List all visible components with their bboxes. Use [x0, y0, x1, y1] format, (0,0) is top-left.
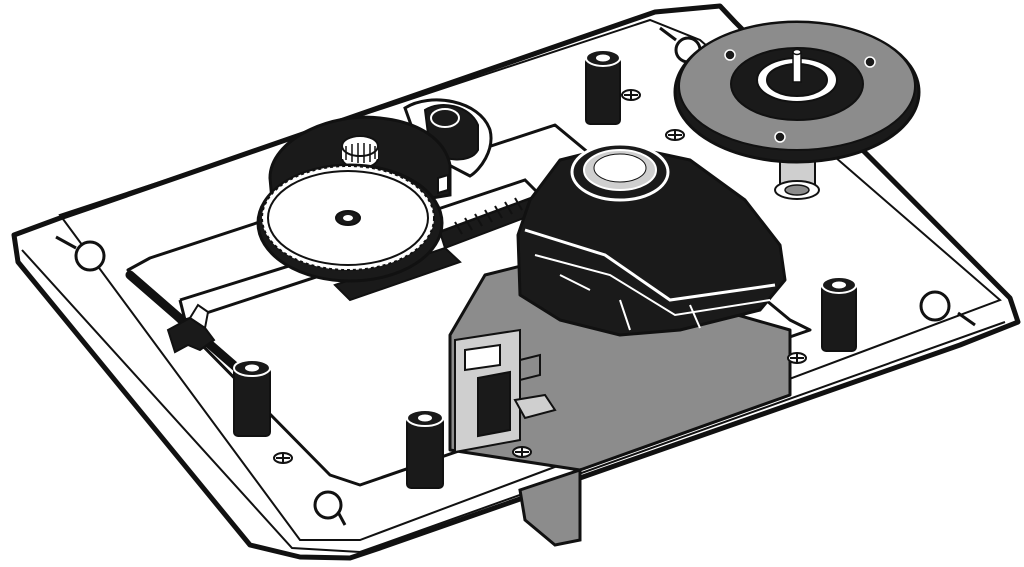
rack — [333, 178, 547, 302]
post-rear — [585, 49, 621, 125]
screw-4 — [512, 446, 532, 458]
objective-lens — [570, 142, 670, 202]
mounting-posts — [233, 49, 857, 489]
post-left — [233, 359, 271, 437]
post-front — [406, 409, 444, 489]
screw-1 — [621, 89, 641, 101]
spindle-motor — [673, 20, 921, 200]
slot-left — [55, 235, 106, 272]
slot-right — [919, 290, 976, 327]
pinion-gear — [341, 135, 379, 169]
slot-bottom — [313, 490, 347, 526]
rail-clip — [166, 303, 216, 354]
laser-pickup — [448, 142, 792, 547]
post-right — [821, 276, 857, 352]
screw-2 — [665, 129, 685, 141]
screws — [273, 89, 807, 464]
screw-3 — [787, 352, 807, 364]
screw-5 — [273, 452, 293, 464]
drive-gear — [256, 163, 444, 283]
